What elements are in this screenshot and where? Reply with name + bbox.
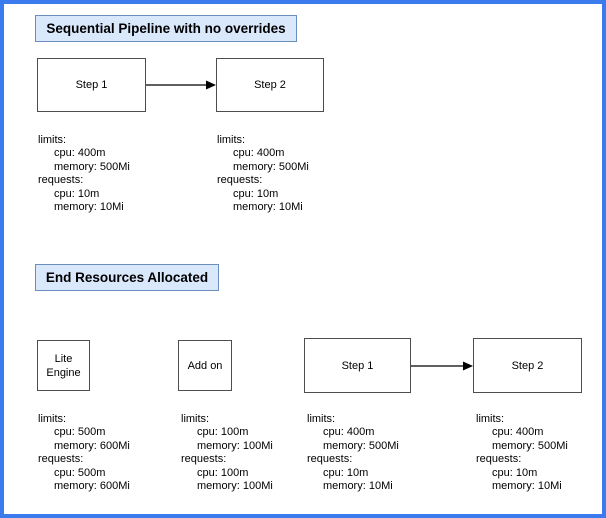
resource-line: requests: bbox=[217, 174, 263, 187]
section2-title: End Resources Allocated bbox=[35, 264, 219, 291]
resource-line: memory: 100Mi bbox=[197, 439, 273, 452]
node-label: Lite Engine bbox=[46, 352, 81, 379]
resource-line: requests: bbox=[38, 453, 84, 466]
arrow-s1-step1-to-step2 bbox=[146, 80, 216, 90]
resource-line: memory: 500Mi bbox=[323, 439, 399, 452]
node-label: Step 2 bbox=[254, 79, 286, 91]
resource-line: requests: bbox=[476, 453, 522, 466]
node-s2-step1: Step 1 bbox=[304, 338, 411, 393]
resource-line: memory: 10Mi bbox=[492, 480, 562, 493]
resources-s1-step2: limits: cpu: 400m memory: 500Mi requests… bbox=[217, 134, 309, 214]
node-label: Step 2 bbox=[511, 359, 544, 372]
resources-s2-add-on: limits: cpu: 100m memory: 100Mi requests… bbox=[181, 413, 273, 493]
resource-line: limits: bbox=[38, 413, 67, 425]
resource-line: memory: 10Mi bbox=[54, 201, 124, 214]
resources-s2-step2: limits: cpu: 400m memory: 500Mi requests… bbox=[476, 413, 568, 493]
resource-line: cpu: 500m bbox=[54, 466, 106, 479]
node-label: Add on bbox=[187, 359, 223, 372]
node-s2-step2: Step 2 bbox=[473, 338, 582, 393]
resource-line: cpu: 400m bbox=[54, 147, 106, 160]
node-s2-add-on: Add on bbox=[178, 340, 232, 391]
resource-line: memory: 10Mi bbox=[323, 480, 393, 493]
arrow-s2-step1-to-step2 bbox=[411, 361, 473, 371]
resource-line: cpu: 10m bbox=[233, 187, 279, 200]
resources-s1-step1: limits: cpu: 400m memory: 500Mi requests… bbox=[38, 134, 130, 214]
resource-line: memory: 500Mi bbox=[54, 160, 130, 173]
node-label: Step 1 bbox=[75, 79, 108, 91]
resources-s2-step1: limits: cpu: 400m memory: 500Mi requests… bbox=[307, 413, 399, 493]
resource-line: cpu: 400m bbox=[323, 426, 375, 439]
resource-line: memory: 500Mi bbox=[492, 439, 568, 452]
resource-line: limits: bbox=[307, 413, 336, 425]
resources-s2-lite-engine: limits: cpu: 500m memory: 600Mi requests… bbox=[38, 413, 130, 493]
node-s1-step2: Step 2 bbox=[216, 58, 324, 112]
resource-line: requests: bbox=[181, 453, 227, 466]
resource-line: memory: 10Mi bbox=[233, 201, 303, 214]
resource-line: requests: bbox=[38, 174, 84, 187]
resource-line: cpu: 400m bbox=[492, 426, 544, 439]
resource-line: memory: 600Mi bbox=[54, 480, 130, 493]
node-s2-lite-engine: Lite Engine bbox=[37, 340, 90, 391]
resource-line: cpu: 500m bbox=[54, 426, 106, 439]
resource-line: cpu: 10m bbox=[323, 466, 369, 479]
resource-line: cpu: 400m bbox=[233, 147, 285, 160]
node-label: Step 1 bbox=[341, 359, 374, 372]
resource-line: cpu: 10m bbox=[54, 187, 100, 200]
resource-line: requests: bbox=[307, 453, 353, 466]
resource-line: memory: 500Mi bbox=[233, 160, 309, 173]
resource-line: memory: 600Mi bbox=[54, 439, 130, 452]
resource-line: memory: 100Mi bbox=[197, 480, 273, 493]
resource-line: cpu: 100m bbox=[197, 466, 249, 479]
resource-line: limits: bbox=[217, 134, 246, 146]
resource-line: limits: bbox=[476, 413, 505, 425]
resource-line: limits: bbox=[181, 413, 210, 425]
resource-line: cpu: 10m bbox=[492, 466, 538, 479]
resource-line: limits: bbox=[38, 134, 67, 146]
section1-title: Sequential Pipeline with no overrides bbox=[35, 15, 297, 42]
resource-line: cpu: 100m bbox=[197, 426, 249, 439]
node-s1-step1: Step 1 bbox=[37, 58, 146, 112]
